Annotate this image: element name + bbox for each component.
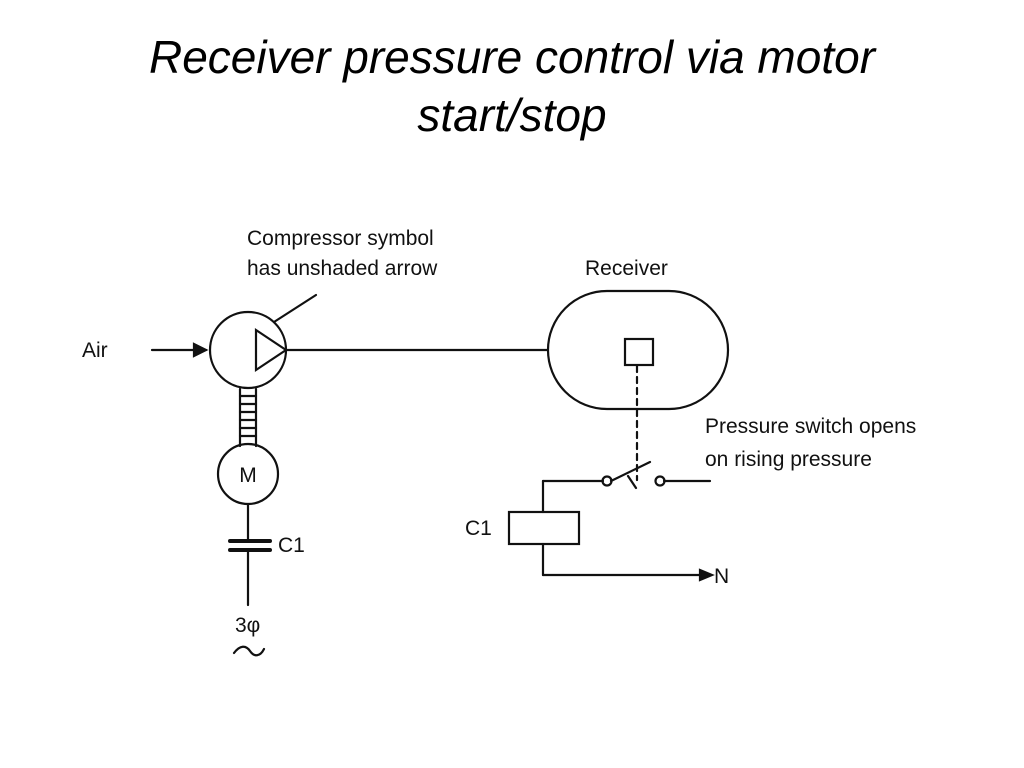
shaft-coupling <box>238 387 258 448</box>
coil-c1-label: C1 <box>465 517 492 540</box>
motor-label: M <box>239 464 257 487</box>
pressure-sensor-icon <box>623 337 655 367</box>
contactor-contact-c1 <box>228 502 272 607</box>
page-title: Receiver pressure control via motor star… <box>0 28 1024 144</box>
switch-note-line-2: on rising pressure <box>705 448 872 471</box>
compressor-note-line-2: has unshaded arrow <box>247 257 438 280</box>
air-inlet-arrow <box>150 342 209 358</box>
receiver-label: Receiver <box>585 257 668 280</box>
control-wiring <box>541 479 715 582</box>
relay-coil-icon <box>507 510 581 546</box>
supply-label: 3φ <box>235 614 260 637</box>
contactor-c1-label: C1 <box>278 534 305 557</box>
pressure-switch-icon <box>601 460 712 490</box>
air-label: Air <box>82 339 108 362</box>
compressor-icon <box>208 310 288 390</box>
switch-note-line-1: Pressure switch opens <box>705 415 916 438</box>
compressor-note-leader <box>272 293 318 324</box>
title-line-2: start/stop <box>417 89 607 141</box>
receiver-tank-icon <box>546 289 730 411</box>
compressor-note-line-1: Compressor symbol <box>247 227 434 250</box>
supply-tilde-icon <box>232 645 266 657</box>
title-line-1: Receiver pressure control via motor <box>148 31 876 83</box>
neutral-label: N <box>714 565 729 588</box>
